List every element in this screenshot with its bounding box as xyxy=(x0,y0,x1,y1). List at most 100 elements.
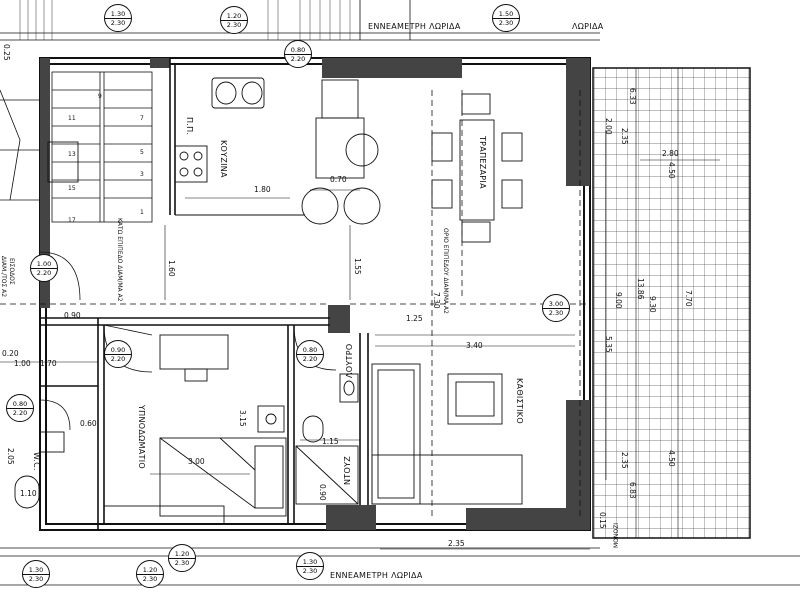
dim-label: 2.00 xyxy=(604,118,613,135)
dim-label: 4.50 xyxy=(667,162,676,179)
stool xyxy=(301,187,339,225)
dim-label: 6.33 xyxy=(628,88,637,105)
dim-label: 9.00 xyxy=(614,292,623,309)
dim-label: 0.90 xyxy=(64,311,81,320)
dim-label: 7.70 xyxy=(684,290,693,307)
dim-label: 4.50 xyxy=(667,450,676,467)
ceiling-note: ΟΡΙΟ ΕΠΙΠΕΔΟΥ ΔΙΑΜ/ΜΑ Α2 xyxy=(442,228,449,314)
dim-label: 3.15 xyxy=(238,410,247,427)
dim-label: 0.60 xyxy=(80,419,97,428)
stair-number: 11 xyxy=(68,115,76,122)
stair-number: 13 xyxy=(68,151,76,158)
bath-sink xyxy=(339,373,359,403)
stairs-note: ΚΑΤΩ ΕΠΙΠΕΔΟ ΔΙΑΜ/ΜΑ Α2 xyxy=(116,218,123,302)
sofa-chaise xyxy=(371,454,523,505)
living-label: ΚΑΘΙΣΤΙΚΟ xyxy=(515,378,524,424)
dim-label: 2.80 xyxy=(662,149,679,158)
dim-label: 1.55 xyxy=(353,258,362,275)
dim-label: 5.35 xyxy=(604,336,613,353)
dim-label: 13.86 xyxy=(636,278,645,300)
dim-label: 7.30 xyxy=(432,292,441,309)
dim-label: 1.25 xyxy=(406,314,423,323)
stool xyxy=(343,187,381,225)
shower-label: ΝΤΟΥΖ xyxy=(343,455,352,485)
dim-label: 0.70 xyxy=(330,175,347,184)
wc-label: W.C. xyxy=(32,452,41,471)
wall-block xyxy=(40,58,50,308)
desk xyxy=(159,334,229,370)
toilet xyxy=(302,415,324,443)
stool xyxy=(345,133,379,167)
kitchen-label: ΚΟΥΖΙΝΑ xyxy=(219,140,228,178)
wall-block xyxy=(322,58,462,78)
balcony-bottom-label: ΕΝΝΕΑΜΕΤΡΗ ΛΩΡΙΔΑ xyxy=(330,571,423,580)
stair-number: 15 xyxy=(68,185,76,192)
stair-number: 3 xyxy=(140,171,144,178)
stove xyxy=(174,145,208,183)
dim-label: 6.83 xyxy=(628,482,637,499)
stair-number: 17 xyxy=(68,217,76,224)
stair-number: 9 xyxy=(98,93,102,100)
balcony-right-top-label: ΛΩΡΙΔΑ xyxy=(572,22,604,31)
wall-block xyxy=(328,305,350,333)
dim-label: 1.60 xyxy=(167,260,176,277)
bathroom-label: ΛΟΥΤΡΟ xyxy=(345,343,354,378)
dim-label: 1.70 xyxy=(40,359,57,368)
wall-block xyxy=(466,508,590,530)
pp-label: Π.Π. xyxy=(185,117,194,136)
kitchen-island xyxy=(315,117,365,179)
entrance-sub-label: ΔΙΑΜ./ΤΟΣ Α2 xyxy=(0,256,7,298)
sink xyxy=(211,77,265,109)
dim-label: 0.90 xyxy=(318,484,327,501)
balcony-grid xyxy=(592,67,751,539)
armchair xyxy=(447,373,503,425)
dining-table xyxy=(459,119,495,221)
bed xyxy=(159,437,287,517)
wall-block xyxy=(566,58,590,186)
sofa xyxy=(371,363,421,505)
stair-number: 5 xyxy=(140,149,144,156)
wall-block xyxy=(326,505,376,530)
dim-label: 1.80 xyxy=(254,185,271,194)
bedroom-label: ΥΠΝΟΔΩΜΑΤΙΟ xyxy=(137,405,146,469)
dining-label: ΤΡΑΠΕΖΑΡΙΑ xyxy=(478,136,487,189)
dim-label: 1.00 xyxy=(14,359,31,368)
stair-number: 7 xyxy=(140,115,144,122)
stair-number: 1 xyxy=(140,209,144,216)
balcony-top-label: ΕΝΝΕΑΜΕΤΡΗ ΛΩΡΙΔΑ xyxy=(368,22,461,31)
dim-label: 3.00 xyxy=(188,457,205,466)
dim-label: 0.20 xyxy=(2,349,19,358)
dim-label: 0.25 xyxy=(2,44,11,61)
entrance-label: ΕΙΣΟΔΟΣ xyxy=(8,258,15,285)
shower-tray xyxy=(295,445,359,505)
wc-toilet xyxy=(14,475,40,509)
dim-label: 1.10 xyxy=(20,489,37,498)
dim-label: 2.05 xyxy=(6,448,15,465)
dim-label: 9.30 xyxy=(648,296,657,313)
dim-label: 1.15 xyxy=(322,437,339,446)
wardrobe xyxy=(103,505,225,525)
dim-label: 2.35 xyxy=(448,539,465,548)
dim-label: 2.35 xyxy=(620,128,629,145)
wc-sink xyxy=(39,431,65,453)
dim-label: 3.40 xyxy=(466,341,483,350)
dim-label: 2.35 xyxy=(620,452,629,469)
dim-label: 0.15 xyxy=(598,512,607,529)
wall-block xyxy=(150,58,170,68)
balcony-edge xyxy=(592,67,751,539)
monozi-label: ΜΟΝΟΖΙ xyxy=(613,523,620,548)
